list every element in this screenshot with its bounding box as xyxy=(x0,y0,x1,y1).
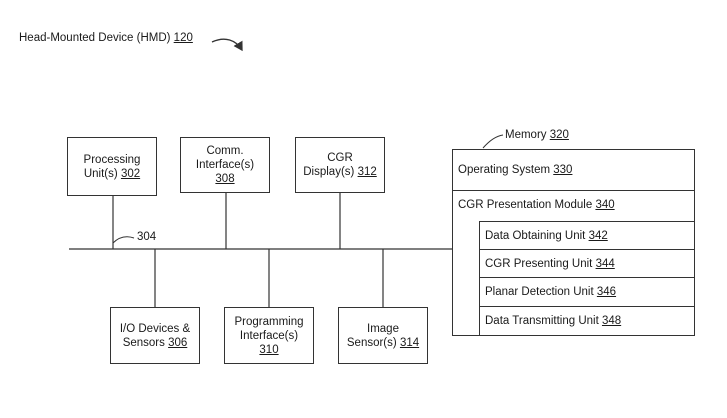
io-devices-box: I/O Devices & Sensors 306 xyxy=(110,307,200,364)
unit-line1: Comm. xyxy=(206,145,244,157)
comm-interface-box: Comm. Interface(s) 308 xyxy=(180,137,270,193)
title-arrow xyxy=(211,38,243,52)
memory-leader xyxy=(482,134,504,149)
unit-line1: CGR xyxy=(327,152,353,164)
unit-line1: Processing xyxy=(83,153,141,166)
processing-unit-box: Processing Unit(s) 302 xyxy=(67,137,157,196)
unit-line1: I/O Devices & xyxy=(119,322,191,335)
unit-line2: Sensors 306 xyxy=(122,336,188,349)
cgr-display-box: CGR Display(s) 312 xyxy=(295,137,385,193)
memory-ref: 320 xyxy=(549,129,569,141)
operating-system-row: Operating System 330 xyxy=(452,149,695,191)
unit-line2: Interface(s) xyxy=(239,329,299,342)
planar-detection-unit-row: Planar Detection Unit 346 xyxy=(479,277,695,307)
cgr-presentation-module-row: CGR Presentation Module 340 xyxy=(452,190,695,218)
bus-label: 304 xyxy=(137,231,157,243)
unit-line2: Display(s) 312 xyxy=(303,166,377,178)
bus-leader xyxy=(112,236,135,244)
image-sensor-box: Image Sensor(s) 314 xyxy=(338,307,428,364)
programming-interface-box: Programming Interface(s) 310 xyxy=(224,307,314,364)
data-obtaining-unit-row: Data Obtaining Unit 342 xyxy=(479,221,695,250)
cgr-presenting-unit-row: CGR Presenting Unit 344 xyxy=(479,249,695,278)
data-transmitting-unit-row: Data Transmitting Unit 348 xyxy=(479,306,695,336)
device-title: Head-Mounted Device (HMD) 120 xyxy=(19,31,193,45)
device-title-ref: 120 xyxy=(173,32,193,44)
unit-line2: Unit(s) 302 xyxy=(83,167,141,180)
unit-ref: 310 xyxy=(259,343,279,356)
memory-label: Memory 320 xyxy=(505,129,569,141)
device-title-text: Head-Mounted Device (HMD) xyxy=(19,32,171,44)
unit-line2: Interface(s) xyxy=(195,159,255,171)
unit-line1: Image xyxy=(367,322,399,335)
unit-line1: Programming xyxy=(234,315,304,328)
unit-ref: 308 xyxy=(215,173,235,185)
unit-line2: Sensor(s) 314 xyxy=(346,336,420,349)
